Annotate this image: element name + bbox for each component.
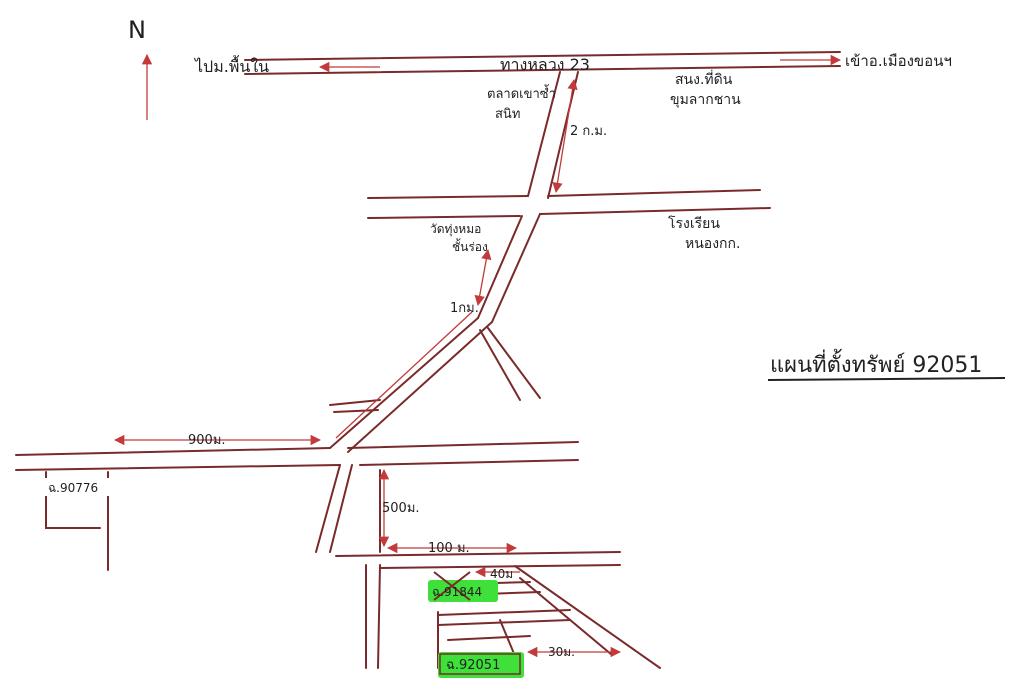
label-distance-40m: 40ม (490, 567, 513, 581)
label-distance-100m: 100 ม. (428, 541, 470, 556)
middle-cross-road (367, 189, 771, 219)
label-distance-500m: 500ม. (382, 501, 420, 516)
parcel-target: ฉ.92051 (438, 652, 524, 678)
label-distance-1km: 1กม. (450, 301, 479, 316)
highlight-target-parcel (438, 652, 524, 678)
diagonal-road (329, 213, 541, 453)
parcel-crossed: ฉ.91844 (428, 571, 498, 602)
label-distance-900m: 900ม. (188, 433, 226, 448)
lower-east-west-road (15, 434, 579, 471)
map-title: แผนที่ตั้งทรัพย์ 92051 (770, 349, 982, 378)
parcel-left (44, 471, 114, 571)
north-arrow-icon: N (128, 16, 153, 120)
label-east-road: เข้าอ.เมืองขอนฯ (845, 52, 952, 70)
label-distance-2km: 2 ก.ม. (570, 124, 607, 139)
label-office: สนง.ที่ดินขุมลากชาน (670, 70, 741, 108)
map-title-block: แผนที่ตั้งทรัพย์ 92051 (767, 349, 1006, 381)
label-parcel-target: ฉ.92051 (446, 658, 500, 673)
label-temple: วัดทุ่งหมอชั้นร่อง (430, 222, 488, 254)
label-west-road: ไปม.พื้นใน (193, 55, 269, 76)
north-south-road (527, 71, 579, 199)
highway-23 (244, 51, 842, 75)
highlight-crossed-parcel (428, 580, 498, 602)
label-school: โรงเรียนหนองกก. (668, 215, 740, 252)
parcel-sub-road (335, 542, 661, 669)
south-road (315, 464, 390, 669)
north-label: N (128, 16, 146, 44)
label-road-23: ทางหลวง 23 (500, 55, 590, 74)
label-parcel-crossed: ฉ.91844 (432, 585, 482, 599)
label-parcel-left: ฉ.90776 (48, 481, 98, 495)
label-market: ตลาดเขาซ้ำสนิท (487, 84, 556, 122)
label-distance-30m: 30ม. (548, 645, 575, 659)
